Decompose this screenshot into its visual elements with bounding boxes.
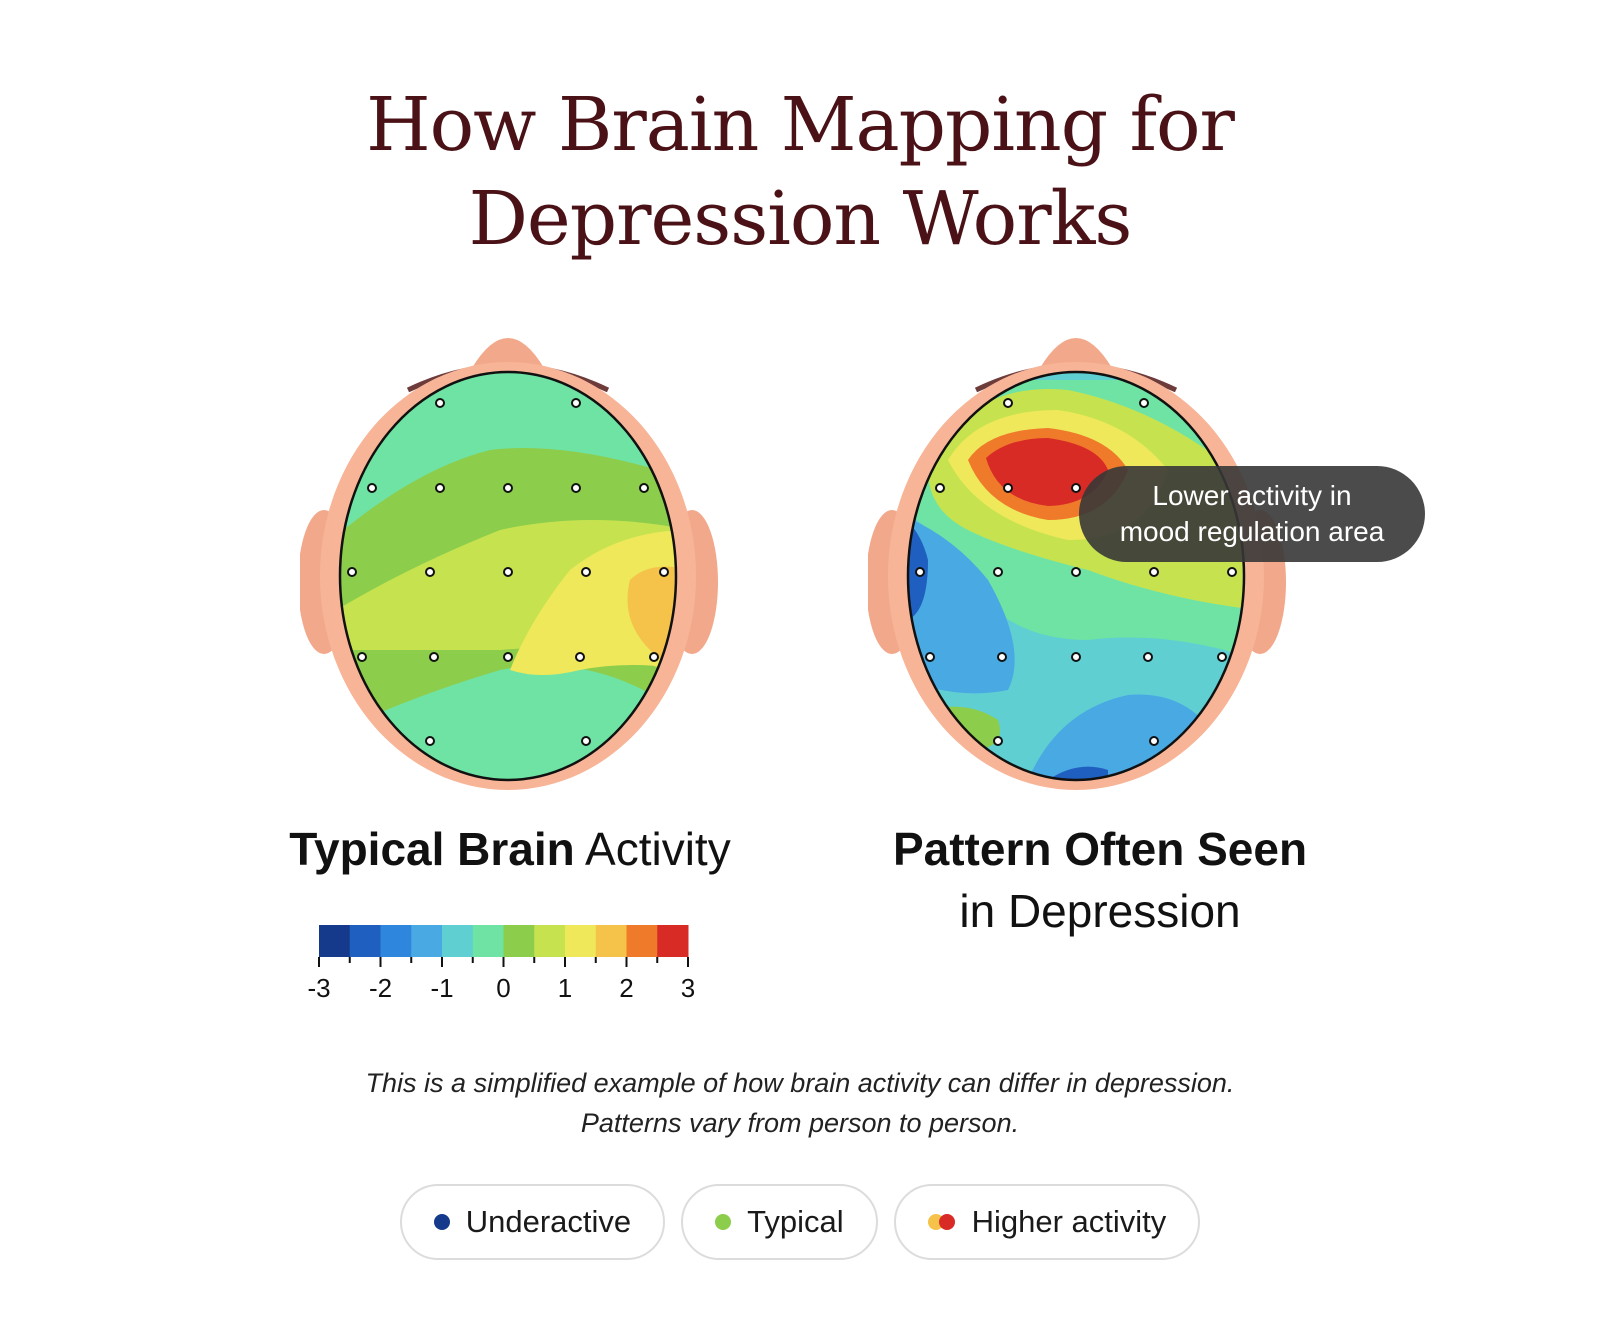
colorbar: -3 -2 -1 0 1 2 3 (300, 925, 720, 1005)
page-title: How Brain Mapping for Depression Works (0, 78, 1600, 266)
legend-underactive-label: Underactive (465, 1204, 632, 1239)
colorbar-segment (472, 925, 504, 957)
legend-underactive: Underactive (399, 1184, 666, 1260)
underactive-dot-icon (433, 1214, 450, 1230)
colorbar-segment (534, 925, 566, 957)
higher-dots-icon (927, 1213, 956, 1231)
title-line-2: Depression Works (468, 176, 1133, 262)
nose (1040, 338, 1112, 368)
colorbar-segment (411, 925, 443, 957)
legend: Underactive Typical Higher activity (0, 1184, 1600, 1260)
higher-dot-b-icon (938, 1214, 955, 1230)
colorbar-svg: -3 -2 -1 0 1 2 3 (307, 925, 695, 1003)
depression-caption: Pattern Often Seen in Depression (820, 818, 1380, 942)
legend-typical: Typical (681, 1184, 878, 1260)
colorbar-tick-label: -3 (307, 973, 330, 1003)
typical-caption-regular: Activity (585, 823, 731, 875)
disclaimer-note: This is a simplified example of how brai… (0, 1063, 1600, 1143)
depression-caption-regular: in Depression (959, 885, 1241, 937)
colorbar-segment (657, 925, 689, 957)
colorbar-tick-label: 2 (619, 973, 633, 1003)
colorbar-segment (626, 925, 658, 957)
colorbar-segment (503, 925, 535, 957)
tooltip-line-2: mood regulation area (1119, 516, 1385, 547)
scalp-outline (338, 370, 678, 782)
electrodes (915, 398, 1237, 746)
typical-brain-map (300, 338, 718, 790)
scalp-outline (906, 370, 1246, 782)
typical-caption: Typical Brain Activity (250, 818, 770, 880)
colorbar-tick-label: 1 (558, 973, 572, 1003)
title-line-1: How Brain Mapping for (366, 82, 1235, 168)
note-line-1: This is a simplified example of how brai… (365, 1068, 1235, 1098)
colorbar-segment (595, 925, 627, 957)
typical-caption-bold: Typical Brain (289, 823, 575, 875)
typical-dot-icon (715, 1214, 732, 1230)
depression-tooltip: Lower activity in mood regulation area (1079, 466, 1425, 562)
legend-typical-label: Typical (747, 1204, 844, 1239)
colorbar-tick-label: 0 (496, 973, 510, 1003)
nose (472, 338, 544, 368)
colorbar-tick-label: -2 (369, 973, 392, 1003)
colorbar-segment (380, 925, 412, 957)
legend-higher-label: Higher activity (971, 1204, 1167, 1239)
colorbar-tick-label: 3 (681, 973, 695, 1003)
colorbar-segment (442, 925, 474, 957)
colorbar-segment (349, 925, 381, 957)
depression-caption-bold: Pattern Often Seen (892, 823, 1308, 875)
legend-higher: Higher activity (893, 1184, 1201, 1260)
note-line-2: Patterns vary from person to person. (580, 1108, 1020, 1138)
electrodes (347, 398, 669, 746)
colorbar-tick-label: -1 (430, 973, 453, 1003)
colorbar-segment (565, 925, 597, 957)
tooltip-line-1: Lower activity in (1152, 480, 1352, 511)
colorbar-segment (319, 925, 351, 957)
